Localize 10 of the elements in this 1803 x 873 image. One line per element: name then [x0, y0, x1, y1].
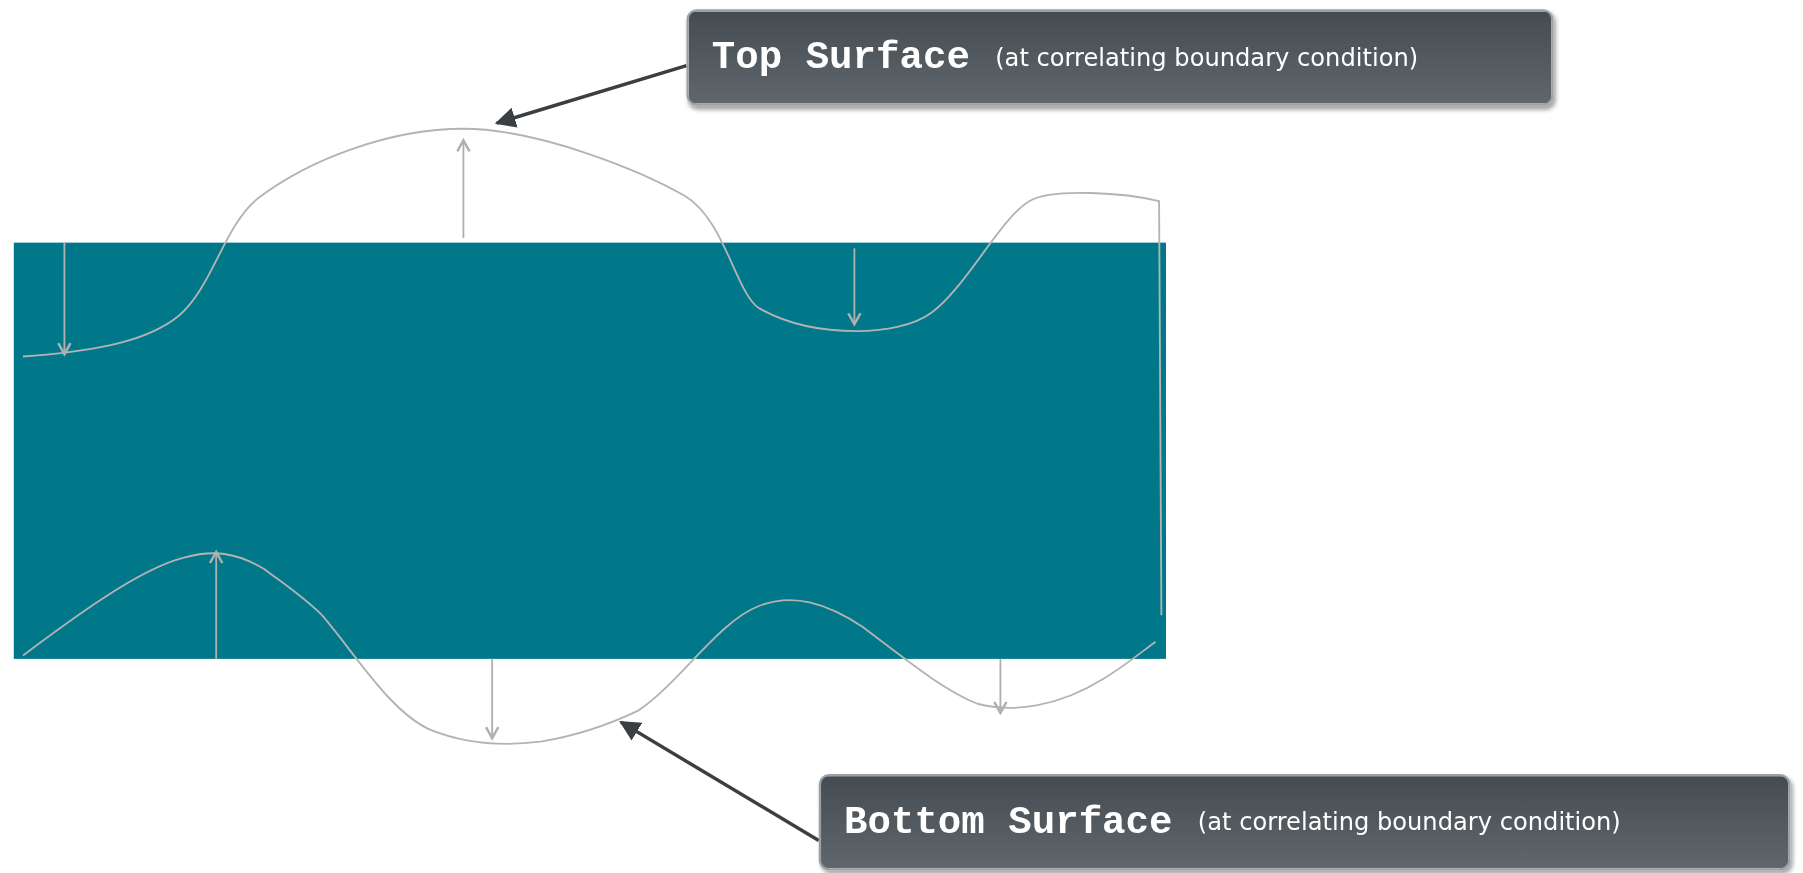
leader-line: [619, 720, 820, 843]
surface-curve: [22, 127, 1163, 617]
callout-box: [818, 773, 1791, 871]
surface-curve: [22, 552, 1157, 745]
callout-note: (at correlating boundary condition): [995, 43, 1419, 72]
callout-box: [686, 9, 1554, 106]
callout-title: Bottom Surface: [844, 800, 1173, 845]
leader-line: [494, 63, 687, 128]
callout-title: Top Surface: [711, 35, 970, 80]
callout-note: (at correlating boundary condition): [1197, 808, 1621, 836]
